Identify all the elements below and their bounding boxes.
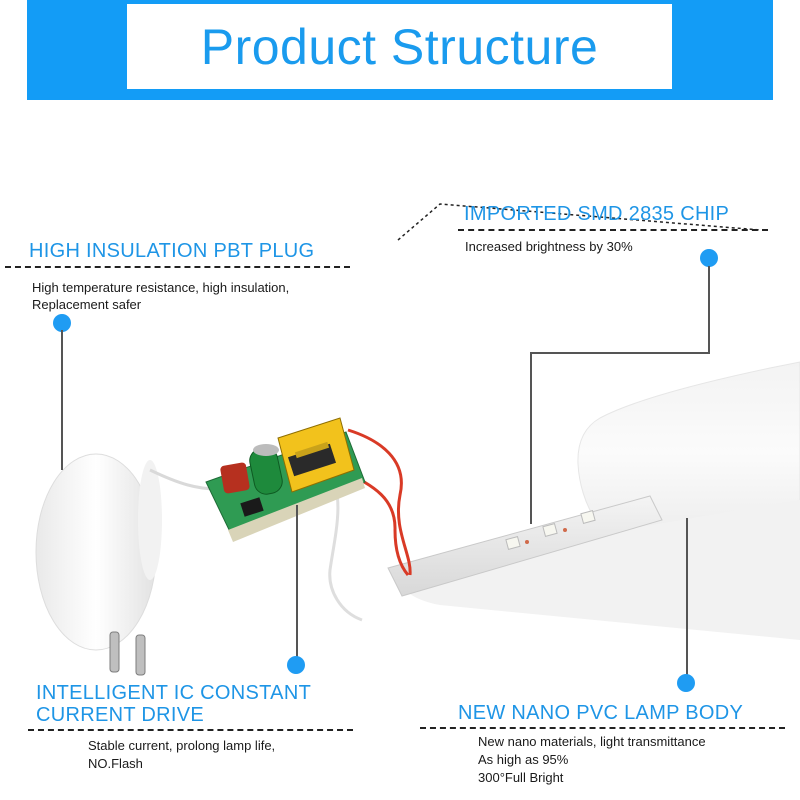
plug-marker-dot bbox=[53, 314, 71, 332]
film-capacitor bbox=[220, 462, 250, 494]
chip-horizontal-line bbox=[530, 352, 710, 354]
body-desc-line-2: As high as 95% bbox=[478, 752, 569, 767]
led-chip bbox=[580, 510, 596, 524]
driver-heading-line-2: CURRENT DRIVE bbox=[36, 704, 204, 726]
page-title: Product Structure bbox=[200, 18, 599, 75]
plug-pin bbox=[109, 631, 120, 673]
body-divider bbox=[420, 727, 785, 729]
body-marker-dot bbox=[677, 674, 695, 692]
title-banner: Product Structure bbox=[27, 0, 773, 100]
lamp-tube-body bbox=[395, 361, 800, 640]
chip-vertical-line bbox=[708, 266, 710, 354]
led-chip bbox=[542, 523, 558, 537]
driver-board bbox=[205, 417, 366, 542]
chip-marker-dot bbox=[700, 249, 718, 267]
body-leader-line bbox=[686, 518, 688, 676]
driver-desc-line-1: Stable current, prolong lamp life, bbox=[88, 738, 276, 753]
body-heading: NEW NANO PVC LAMP BODY bbox=[458, 702, 744, 724]
driver-divider bbox=[28, 729, 353, 731]
driver-heading-line-1: INTELLIGENT IC CONSTANT bbox=[36, 682, 312, 704]
chip-desc-line-1: Increased brightness by 30% bbox=[465, 239, 633, 254]
led-chip bbox=[505, 536, 521, 550]
plug-divider bbox=[5, 266, 350, 268]
driver-desc-line-2: NO.Flash bbox=[88, 756, 143, 771]
plug-desc-line-2: Replacement safer bbox=[32, 297, 142, 312]
plug-pin bbox=[135, 634, 146, 676]
driver-marker-dot bbox=[287, 656, 305, 674]
plug-heading: HIGH INSULATION PBT PLUG bbox=[29, 240, 315, 262]
driver-leader-line bbox=[296, 505, 298, 657]
chip-heading: IMPORTED SMD 2835 CHIP bbox=[464, 203, 730, 225]
end-cap-plug bbox=[35, 453, 162, 676]
led-strip bbox=[387, 495, 663, 597]
title-box: Product Structure bbox=[127, 4, 672, 89]
plug-desc-line-1: High temperature resistance, high insula… bbox=[32, 280, 290, 295]
chip-divider bbox=[458, 229, 768, 231]
chip-leader-line bbox=[397, 203, 761, 241]
chip-drop-line bbox=[530, 352, 532, 524]
body-desc-line-1: New nano materials, light transmittance bbox=[478, 734, 706, 749]
plug-leader-line bbox=[61, 330, 63, 470]
body-desc-line-3: 300°Full Bright bbox=[478, 770, 564, 785]
